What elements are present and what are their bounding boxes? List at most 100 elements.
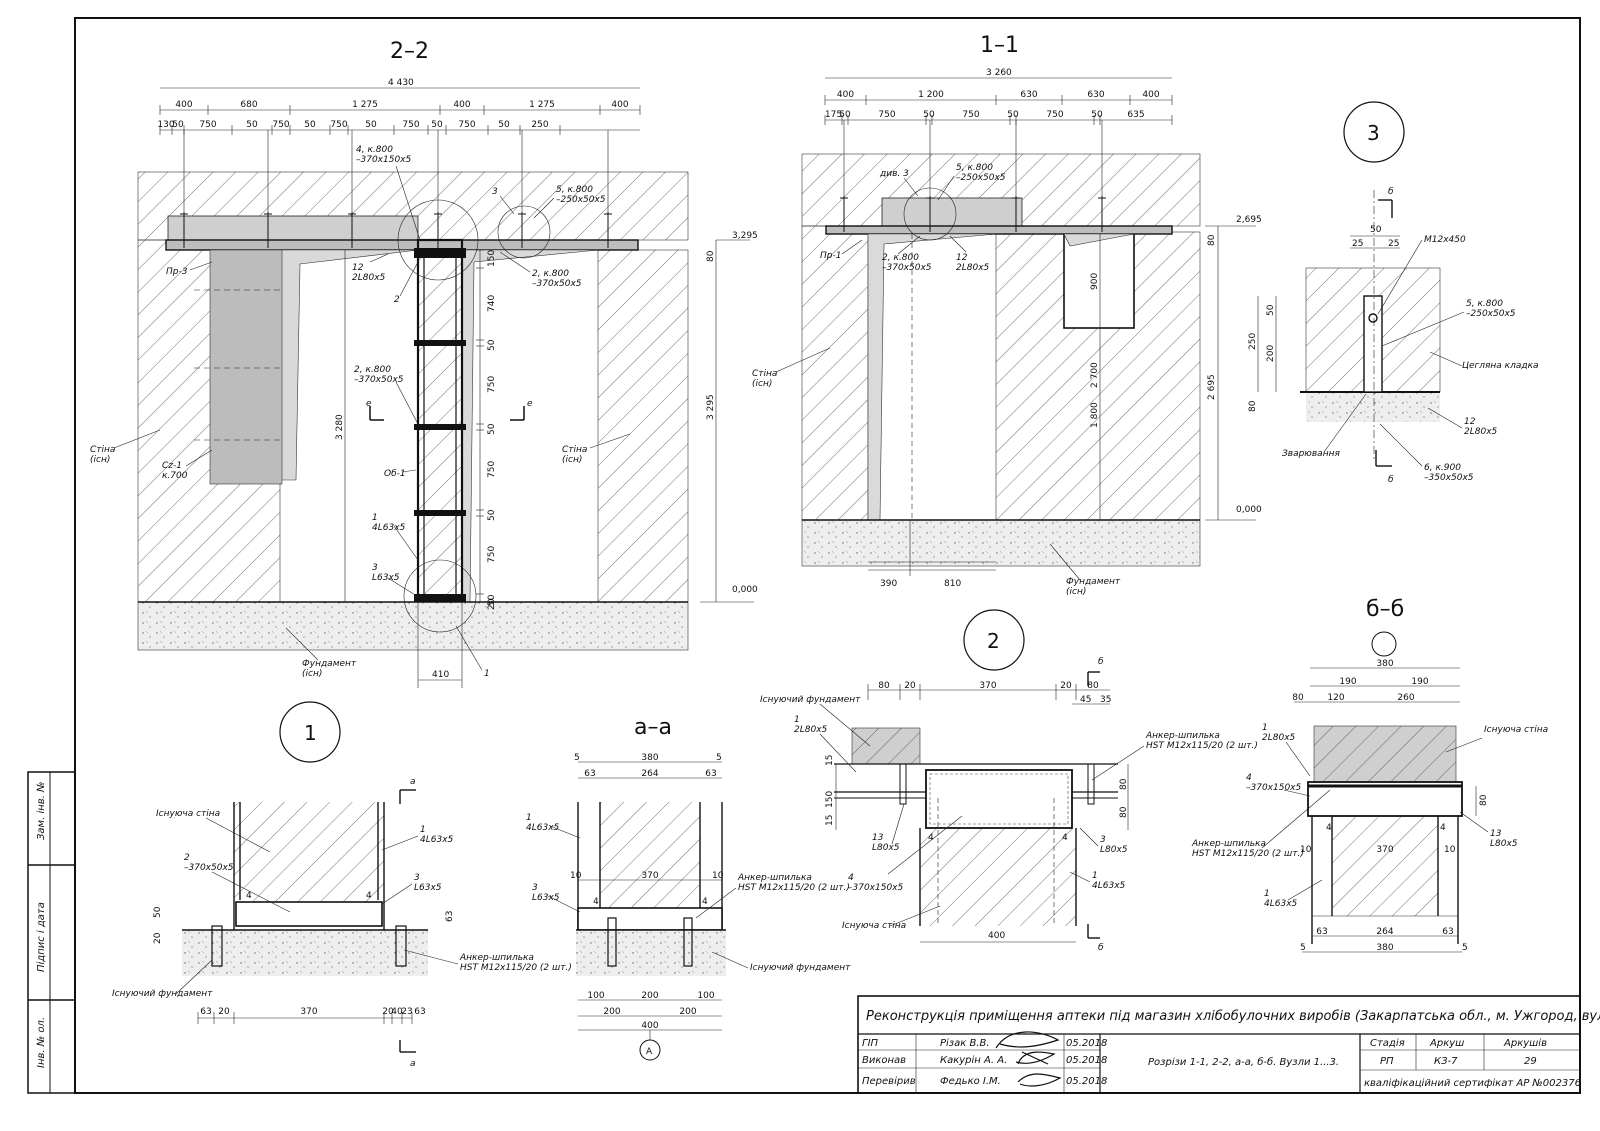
jack-right-1-1 (1063, 233, 1135, 247)
height-1-1: 2 695 (1207, 374, 1217, 400)
lbl-found-line-0: Фундамент (302, 659, 357, 669)
beam-node-2 (925, 769, 1073, 829)
n1-dim-b-6: 63 (414, 1007, 425, 1017)
dim-2-2-r3-0: 130 (157, 120, 174, 130)
lbl-item1-aa-line-0: 1 (526, 813, 532, 823)
col-dim-2-2-8: 50 (487, 594, 497, 606)
lead-item3 (387, 577, 421, 599)
dim-2-2-r3-12: 250 (531, 120, 548, 130)
lbl-item1-bb-line-1: 2L80х5 (1262, 733, 1296, 743)
n2-dt-5: 45 (1080, 695, 1091, 705)
lbl-item12-n3-line-1: 2L80х5 (1464, 427, 1498, 437)
col-dim-2-2-4: 50 (487, 423, 497, 435)
lbl-item5-11-line-1: –250х50х5 (956, 173, 1006, 183)
dim-2-2-r3-11: 50 (498, 120, 510, 130)
lead-pr1 (841, 239, 863, 255)
side-stamp-cell-3: Інв. № ол. (36, 1017, 47, 1068)
dim-2-2-r3-2: 750 (199, 120, 216, 130)
lbl-item1b-n2-line-1: 4L63х5 (1092, 881, 1126, 891)
lbl-item3-n2-line-0: 3 (1100, 835, 1106, 845)
lbl-item5-n3-line-1: –250х50х5 (1466, 309, 1516, 319)
n2-four-a: 4 (928, 833, 934, 843)
col-dim-2-2-7: 750 (487, 546, 497, 563)
lbl-item5-line-1: –250х50х5 (556, 195, 606, 205)
n3-dim-50v: 50 (1266, 304, 1276, 316)
bb-db-0: 63 (1316, 927, 1327, 937)
opening-1-1 (1063, 231, 1135, 329)
lead-cz1 (185, 449, 213, 467)
lbl-cz1-line-0: Cz-1 (162, 461, 182, 471)
lead-item6-n3 (1379, 423, 1423, 467)
section-1-1-title: 1–1 (980, 33, 1019, 58)
node-1-title: 1 (304, 721, 317, 745)
lead-bolt-n3 (1377, 239, 1423, 315)
lead-anchor-n2 (1091, 745, 1145, 781)
lbl-anchor-aa-line-1: HST M12х115/20 (2 шт.) (738, 883, 850, 893)
n1-cut-top: а (410, 777, 416, 787)
foundation-2-2 (137, 601, 689, 651)
lbl-item4-line-1: –370х150х5 (356, 155, 412, 165)
lead-item1-n2 (819, 733, 857, 773)
n2-dt-6: 35 (1100, 695, 1111, 705)
level-bottom-1-1: 0,000 (1236, 505, 1262, 515)
dim-1-1-r3-0: 175 (825, 110, 842, 120)
lbl-item3-n1-line-0: 3 (414, 873, 420, 883)
lbl-item5-11-line-0: 5, к.800 (956, 163, 993, 173)
n1-dim-63: 63 (445, 911, 455, 922)
n2-cut-top: б (1098, 657, 1104, 667)
lbl-item13-n2-line-0: 13 (872, 833, 884, 843)
n2-dt-2: 370 (979, 681, 996, 691)
aa-dt-0: 5 (574, 753, 580, 763)
side-stamp-cell-2: Підпис і дата (35, 902, 47, 972)
aa-dm-2: 10 (712, 871, 724, 881)
lbl-anchor-aa-line-0: Анкер-шпилька (737, 873, 812, 883)
lbl-item1b-bb-line-1: 4L63х5 (1264, 899, 1298, 909)
lead-item1b-n2 (1069, 871, 1091, 883)
lbl-bolt-n3: M12х450 (1424, 235, 1466, 245)
lbl-item2b-line-1: –370х50х5 (354, 375, 404, 385)
n1-dim-50: 50 (153, 906, 163, 918)
lbl-wall-n1: Існуюча стіна (156, 809, 220, 819)
lbl-item13-bb-line-1: L80х5 (1490, 839, 1518, 849)
lbl-item3-n2-line-1: L80х5 (1100, 845, 1128, 855)
col-dim-2-2-3: 750 (487, 376, 497, 393)
section-a-a-title: а–а (634, 715, 672, 740)
aa-db-1: 200 (641, 991, 658, 1001)
tb-name-1: Какурін А. А. (940, 1054, 1007, 1066)
lead-found-n2 (819, 703, 871, 747)
n2-dim-400: 400 (988, 931, 1005, 941)
tb-stage: РП (1380, 1056, 1394, 1067)
lead-found-n1 (175, 959, 213, 995)
lead-item1-bb (1285, 741, 1311, 777)
lbl-found-n2: Існуючий фундамент (760, 695, 861, 705)
lead-item2-11 (897, 235, 921, 255)
n1-dim-b-0: 63 (200, 1007, 211, 1017)
aa-dt-5: 63 (705, 769, 716, 779)
tb-role-2: Перевірив (862, 1075, 916, 1087)
n1-dim-b-5: 23 (401, 1007, 412, 1017)
lbl-item3-n1-line-1: L63х5 (414, 883, 442, 893)
lead-found (285, 627, 319, 661)
lead-wall-right (589, 433, 631, 449)
lbl-anchor-bb-line-1: HST M12х115/20 (2 шт.) (1192, 849, 1304, 859)
foundation-node-1 (182, 930, 428, 976)
lead-anchor-bb (1261, 789, 1331, 849)
lead-item4-n2 (887, 815, 963, 875)
n1-dim-b-4: 40 (391, 1007, 403, 1017)
dim-2-2-r2-4: 1 275 (529, 100, 555, 110)
aa-dm-0: 10 (570, 871, 582, 881)
section-b-b-title: б–б (1366, 597, 1404, 622)
tb-role-0: ГІП (862, 1038, 879, 1049)
bb-dt-2: 190 (1411, 677, 1428, 687)
lead-item1 (393, 525, 419, 561)
beam-concrete-2-2 (167, 215, 419, 241)
n2-dt-3: 20 (1060, 681, 1072, 691)
level-bottom-2-2: 0,000 (732, 585, 758, 595)
h80-1-1: 80 (1207, 234, 1217, 246)
concrete-node-3 (1306, 392, 1440, 422)
n2-dr-1: 80 (1119, 806, 1129, 818)
